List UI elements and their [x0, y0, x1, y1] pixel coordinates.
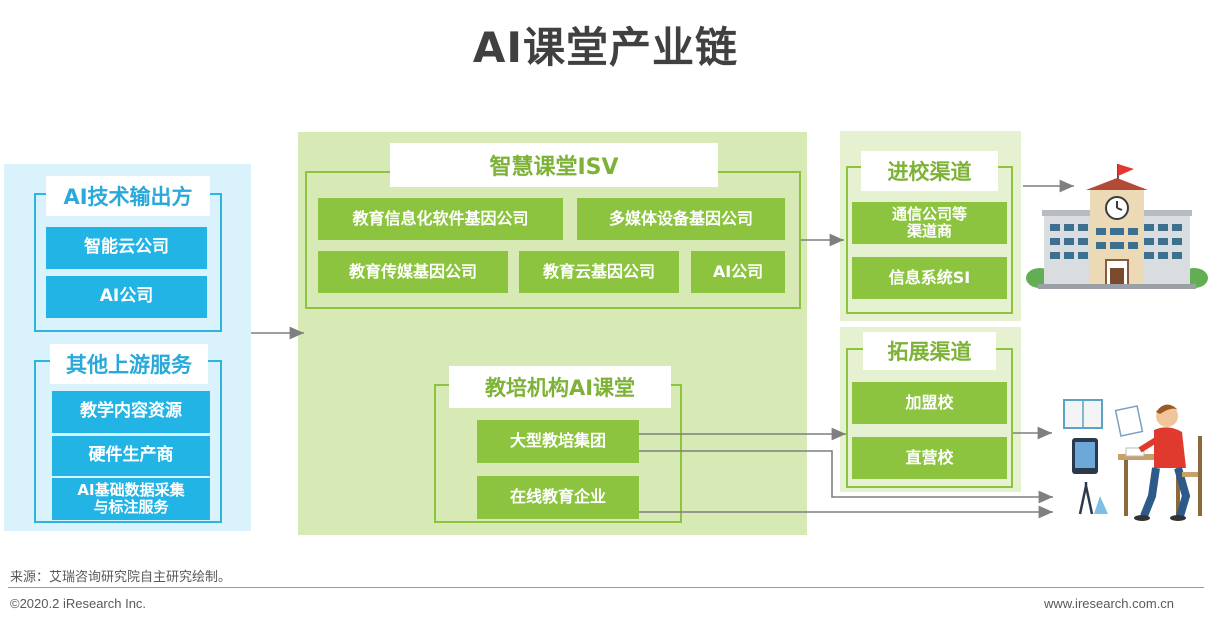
- edu-cloud-box: 教育云基因公司: [519, 251, 679, 293]
- edu-software-box: 教育信息化软件基因公司: [318, 198, 563, 240]
- online-edu-box: 在线教育企业: [477, 476, 639, 519]
- telecom-box: 通信公司等 渠道商: [852, 202, 1007, 244]
- training-header: 教培机构AI课堂: [449, 366, 671, 408]
- teaching-content-box: 教学内容资源: [52, 391, 210, 433]
- isv-header: 智慧课堂ISV: [390, 143, 718, 187]
- franchise-box: 加盟校: [852, 382, 1007, 424]
- arrow-large-training-to-student: [639, 450, 1053, 504]
- expand-channel-header: 拓展渠道: [863, 332, 996, 370]
- large-training-box: 大型教培集团: [477, 420, 639, 463]
- ai-tech-header: AI技术输出方: [46, 176, 210, 216]
- multimedia-box: 多媒体设备基因公司: [577, 198, 785, 240]
- student-at-desk-icon: [1063, 399, 1202, 521]
- school-building-icon: [1026, 164, 1208, 289]
- website-link[interactable]: www.iresearch.com.cn: [1044, 596, 1175, 611]
- ai-company-box: AI公司: [46, 276, 207, 318]
- isv-ai-company-box: AI公司: [691, 251, 785, 293]
- school-channel-header: 进校渠道: [861, 151, 998, 191]
- direct-school-box: 直营校: [852, 437, 1007, 479]
- copyright-text: ©2020.2 iResearch Inc.: [10, 596, 147, 611]
- edu-media-box: 教育传媒基因公司: [318, 251, 508, 293]
- smart-cloud-box: 智能云公司: [46, 227, 207, 269]
- data-labeling-box: AI基础数据采集 与标注服务: [52, 478, 210, 520]
- page-title: AI课堂产业链: [472, 23, 739, 72]
- footer-divider: [8, 587, 1204, 588]
- upstream-header: 其他上游服务: [50, 344, 208, 384]
- hardware-box: 硬件生产商: [52, 436, 210, 476]
- si-box: 信息系统SI: [852, 257, 1007, 299]
- source-note: 来源：艾瑞咨询研究院自主研究绘制。: [10, 569, 232, 584]
